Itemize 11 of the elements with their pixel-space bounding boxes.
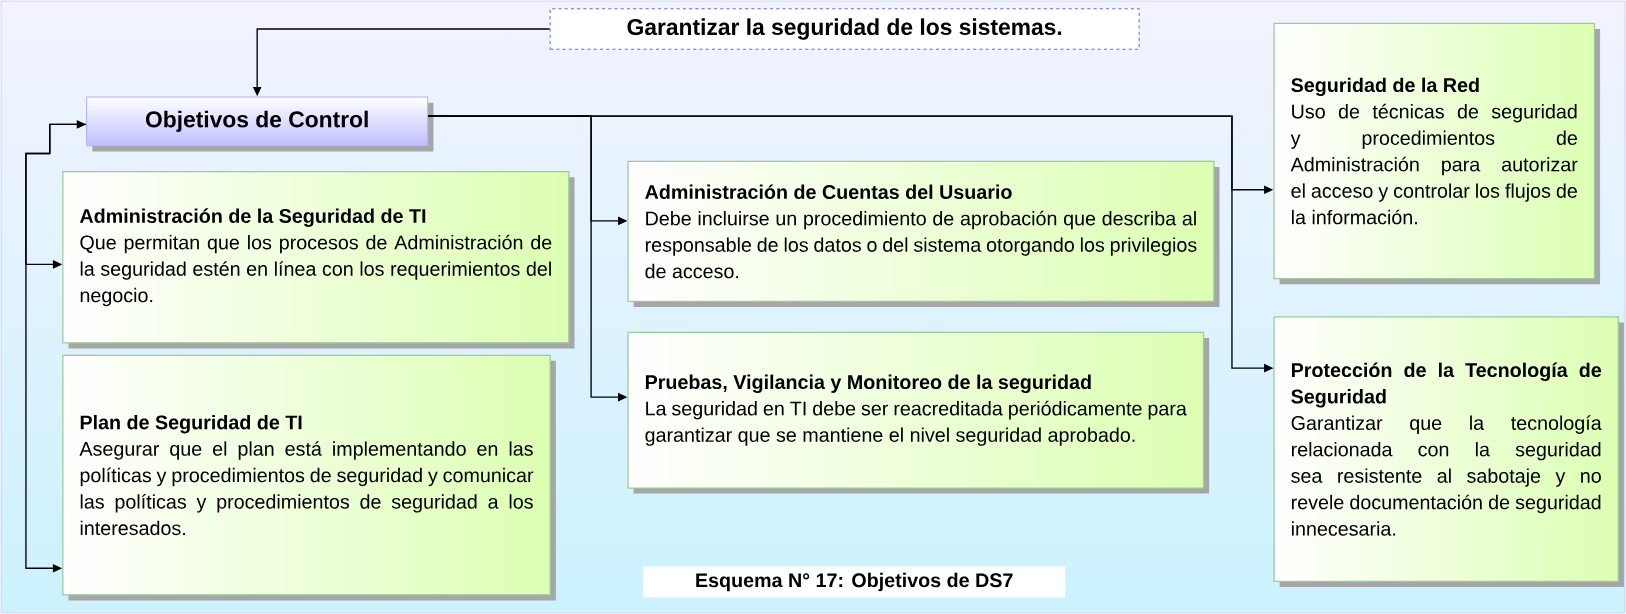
- dashed-box: Garantizar la seguridad de los sistemas.: [549, 8, 1140, 50]
- text-box: Seguridad de la Red Uso de técnicas de seguridad y procedimientos de Administración para autorizar el acceso y controlar los flujos de la información.: [1273, 22, 1601, 285]
- title-box: Objetivos de Control: [86, 96, 434, 152]
- text-box: Administración de la Seguridad de TI Que permitan que los procesos de Administración de la seguridad estén en línea con los requerimientos del negocio.: [62, 171, 575, 349]
- text-box: Administración de Cuentas del Usuario Debe incluirse un procedimiento de aprobación que describa al responsable de los datos o del sistema otorgando los privilegios de acceso.: [627, 160, 1220, 307]
- connector-arrow: [25, 120, 86, 269]
- text-box: Protección de la Tecnología de Seguridad Garantizar que la tecnología relacionada con la seguridad sea resistente al sabotaje y no revele documentación de seguridad innecesaria.: [1273, 316, 1624, 587]
- connector-arrow: [25, 123, 87, 573]
- text-box: Pruebas, Vigilancia y Monitoreo de la seguridad La seguridad en TI debe ser reacreditada periódicamente para garantizar que se mantiene el nivel seguridad aprobado.: [627, 331, 1210, 494]
- caption: Esquema N° 17: Objetivos de DS7: [643, 566, 1066, 598]
- text-box: Plan de Seguridad de TI Asegurar que el plan está implementando en las políticas y procedimientos de seguridad y comunicar las políticas y procedimientos de seguridad a los interesados.: [62, 354, 556, 601]
